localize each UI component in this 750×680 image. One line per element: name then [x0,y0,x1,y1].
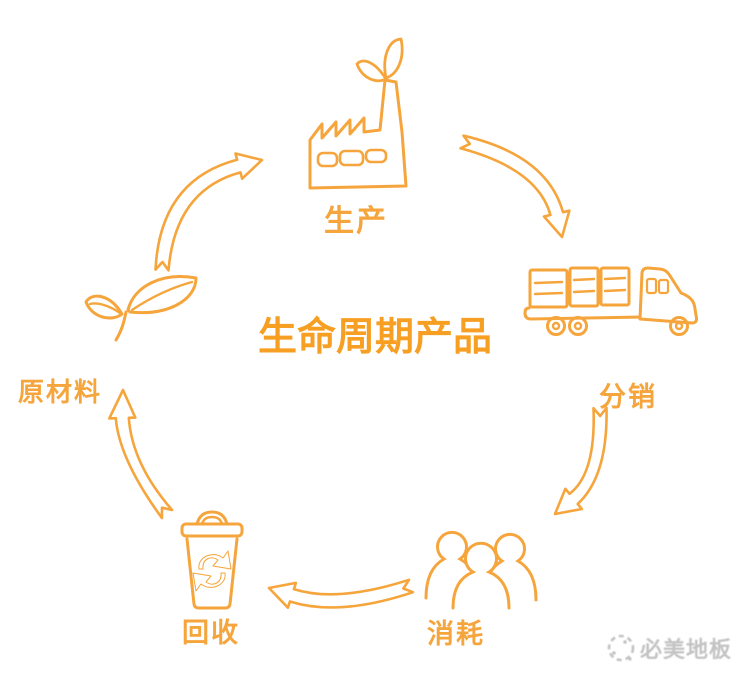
label-distribution: 分销 [599,382,657,412]
label-production: 生产 [324,205,388,238]
label-raw-materials: 原材料 [17,378,102,407]
brand-logo-icon [607,634,635,662]
watermark-text: 必美地板 [640,637,733,662]
arrow-production-to-distribution [459,134,571,239]
arrow-consumption-to-recycling [267,578,415,609]
arrow-recycling-to-raw-materials [108,388,174,520]
arrow-distribution-to-consumption [553,406,608,516]
arrow-raw-materials-to-production [154,152,264,272]
plant-sprout-icon [84,275,198,342]
label-recycling: 回收 [182,618,240,648]
people-group-icon [424,530,538,610]
delivery-truck-icon [523,266,699,336]
brand-watermark: 必美地板 [602,628,750,668]
recycle-bin-icon [180,510,244,610]
diagram-title: 生命周期产品 [257,316,492,359]
label-consumption: 消耗 [427,619,485,649]
factory-icon [308,37,408,190]
